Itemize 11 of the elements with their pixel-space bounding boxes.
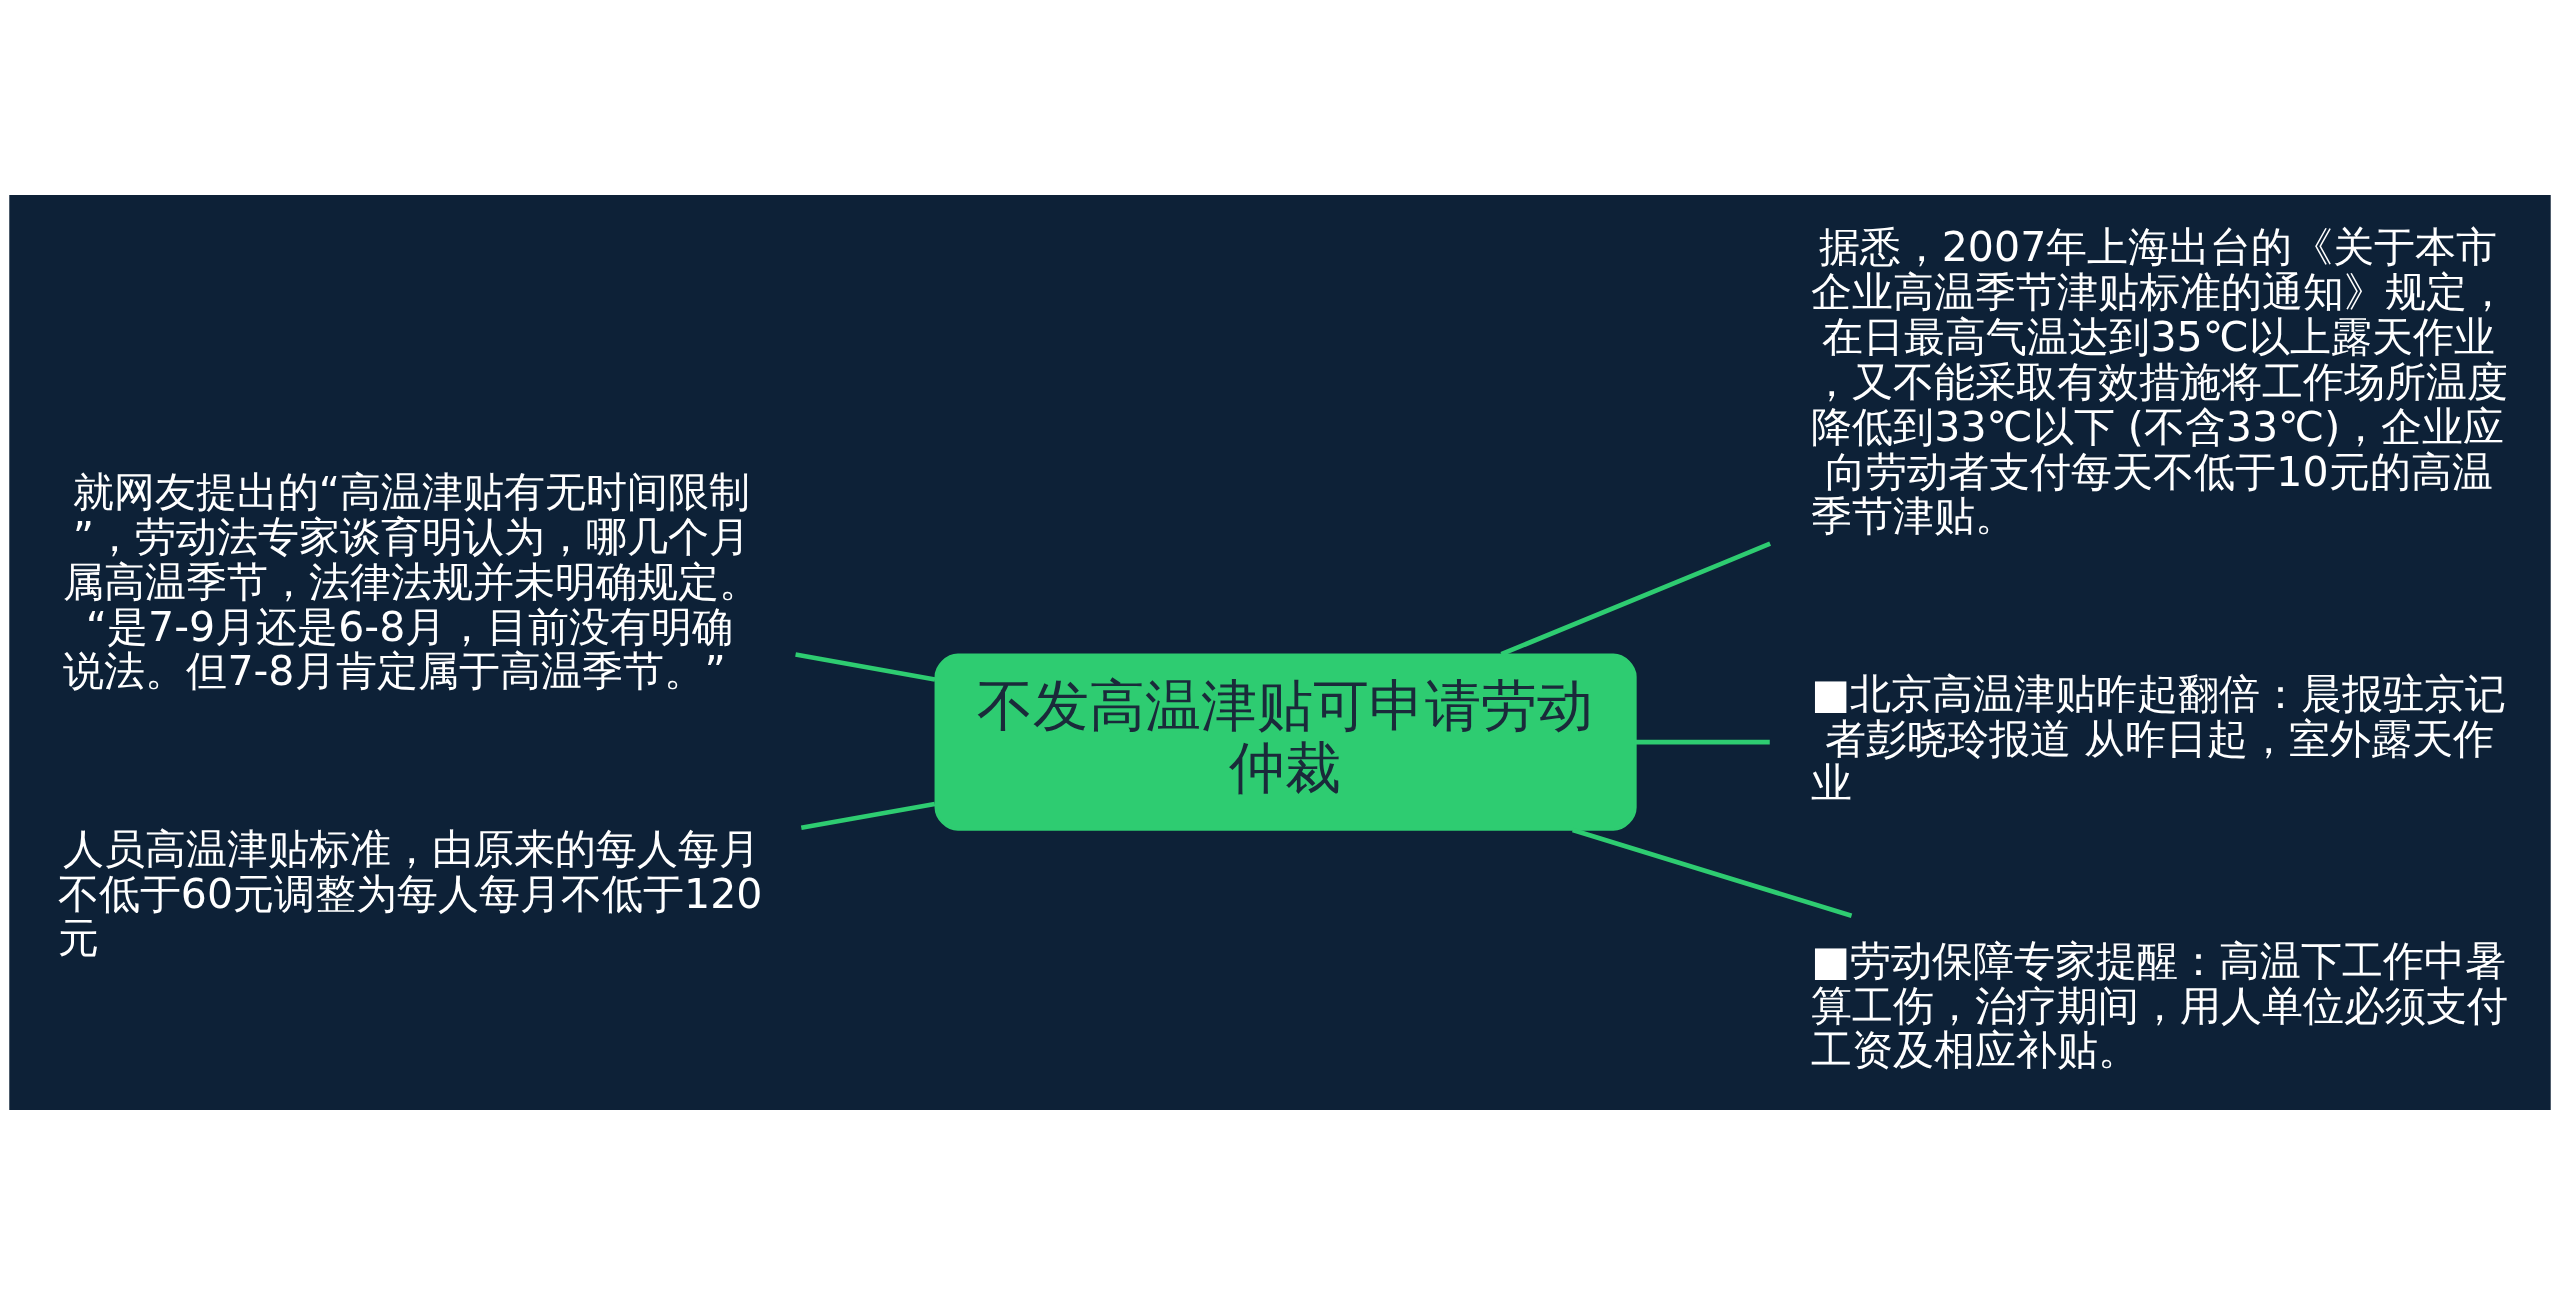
node-text: ■劳动保障专家提醒：高温下工作中暑算工伤，治疗期间，用人单位必须支付工资及相应补贴。: [1811, 936, 2509, 1074]
connector: [800, 801, 936, 830]
connector: [1635, 739, 1770, 744]
node-text: ■北京高温津贴昨起翻倍：晨报驻京记者彭晓玲报道 从昨日起，室外露天作业: [1811, 669, 2507, 807]
connector: [1572, 827, 1853, 918]
connector: [795, 651, 936, 682]
node-text: 据悉，2007年上海出台的《关于本市企业高温季节津贴标准的通知》规定，在日最高气温达到35℃以上露天作业，又不能采取有效措施将工作场所温度降低到33℃以下 (不含33℃)，企业应向劳动者支付每天不低于10元的高温季节津贴。: [1811, 222, 2509, 540]
node-text: 就网友提出的“高温津贴有无时间限制”，劳动法专家谈育明认为，哪几个月属高温季节，法律法规并未明确规定。“是7-9月还是6-8月，目前没有明确说法。但7-8月肯定属于高温季节。”: [63, 467, 761, 695]
connector: [1500, 541, 1771, 656]
node-box: 不发高温津贴可申请劳动仲裁: [934, 652, 1637, 831]
node-text: 人员高温津贴标准，由原来的每人每月不低于60元调整为每人每月不低于120元: [57, 824, 763, 962]
